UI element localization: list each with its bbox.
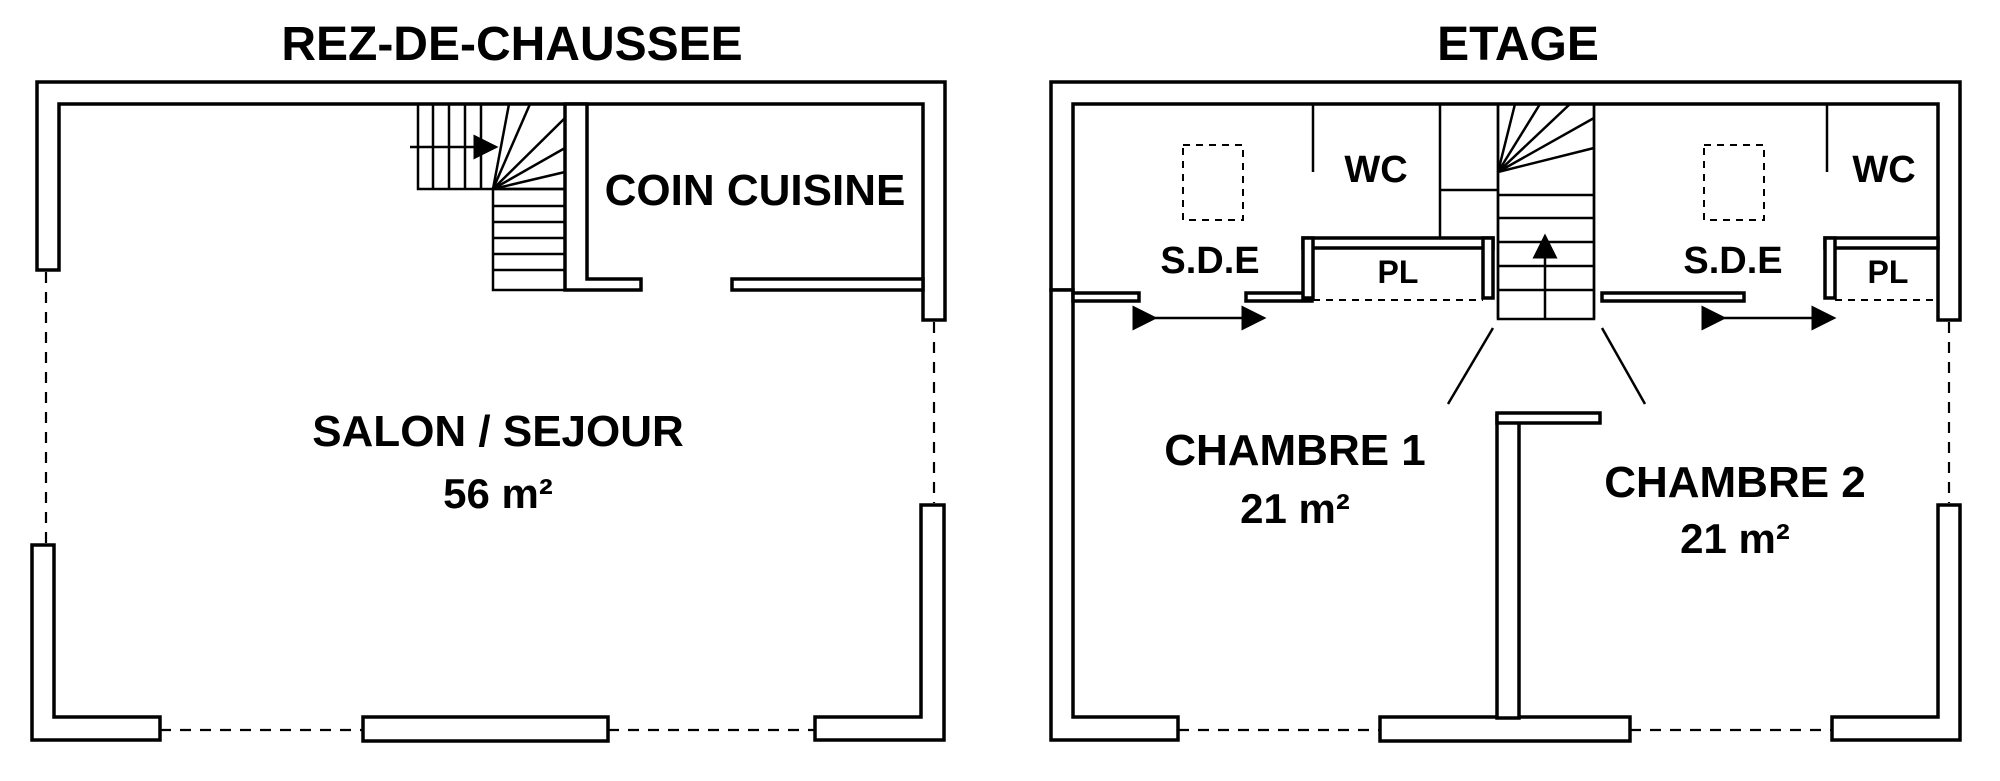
ground-floor-title: REZ-DE-CHAUSSEE	[281, 18, 742, 71]
wc-right-label: WC	[1852, 149, 1915, 191]
left-bath-wall	[1071, 291, 1141, 303]
kitchen-label: COIN CUISINE	[605, 166, 906, 215]
bedroom2-label: CHAMBRE 2	[1604, 458, 1866, 507]
right-bath-wall	[1600, 291, 1746, 303]
closet-left-label: PL	[1378, 254, 1419, 290]
upper-bottom-wall	[1378, 715, 1632, 743]
bedroom2-area: 21 m²	[1680, 515, 1790, 562]
upper-floor-plan: ETAGE WC WC S.D.E S.D.E PL PL CHAMBRE 1 …	[1049, 18, 1962, 743]
left-closet-right	[1481, 236, 1495, 300]
wc-left-label: WC	[1344, 149, 1407, 191]
living-room-area: 56 m²	[443, 470, 553, 517]
door-swing-room2	[1600, 327, 1647, 405]
bedroom1-label: CHAMBRE 1	[1164, 426, 1426, 475]
room-divider-wall	[1495, 413, 1521, 720]
ground-outer-wall	[35, 80, 947, 322]
upper-staircase	[1496, 102, 1596, 321]
left-closet-side	[1301, 236, 1315, 300]
ground-staircase	[410, 102, 567, 292]
left-closet-wall	[1301, 236, 1495, 250]
closet-right-label: PL	[1868, 254, 1909, 290]
bedroom1-area: 21 m²	[1240, 485, 1350, 532]
upper-floor-title: ETAGE	[1437, 18, 1599, 71]
right-shower	[1703, 144, 1765, 221]
left-shower	[1182, 144, 1244, 221]
right-closet-wall	[1823, 236, 1940, 250]
kitchen-bottom-wall	[730, 277, 925, 292]
bath-left-label: S.D.E	[1160, 240, 1259, 282]
ground-right-lower-wall	[813, 503, 946, 742]
upper-left-lower-wall	[1049, 288, 1180, 742]
room-divider-cap	[1495, 411, 1602, 425]
ground-floor-plan: REZ-DE-CHAUSSEE COIN CUISINE SALON / SEJ…	[30, 18, 947, 743]
living-room-label: SALON / SEJOUR	[312, 407, 684, 456]
ground-bottom-wall	[361, 715, 610, 743]
right-closet-side	[1823, 236, 1837, 300]
upper-right-lower-wall	[1830, 503, 1962, 742]
bath-right-label: S.D.E	[1683, 240, 1782, 282]
ground-left-lower-wall	[30, 543, 162, 742]
door-swing-room1	[1446, 327, 1495, 405]
